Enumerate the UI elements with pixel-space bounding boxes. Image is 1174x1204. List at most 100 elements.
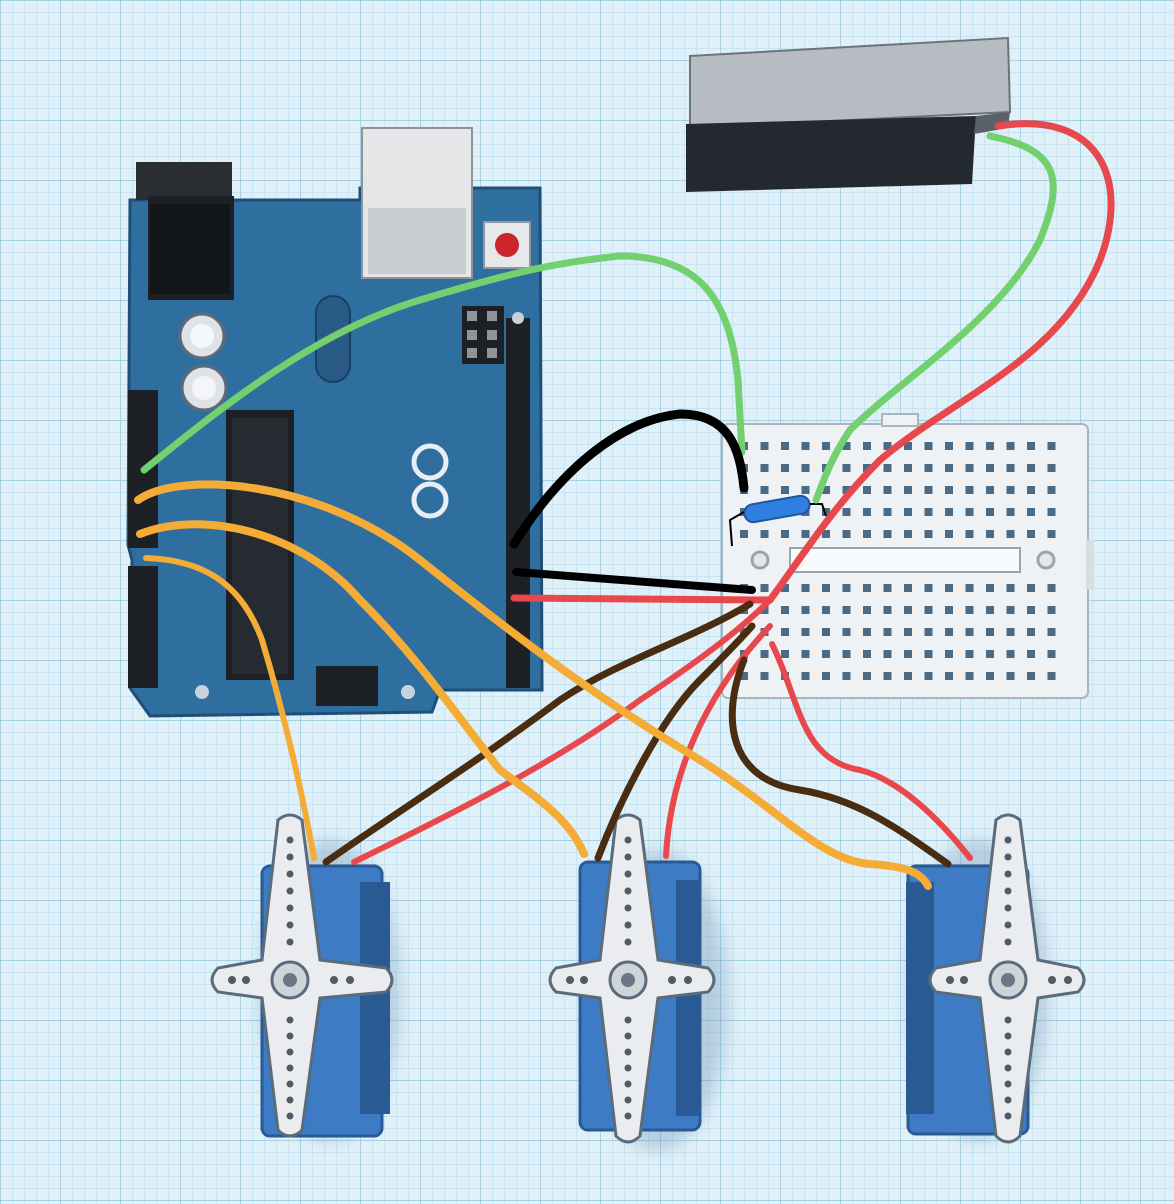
breadboard-hole	[1047, 650, 1056, 658]
breadboard-hole	[760, 486, 769, 494]
breadboard-hole	[904, 606, 912, 614]
breadboard-hole	[1027, 442, 1035, 450]
wire-red-servo-left	[351, 597, 773, 865]
breadboard-hole	[924, 584, 933, 592]
horn-hole	[624, 1080, 632, 1088]
breadboard-hole	[863, 464, 871, 472]
breadboard-hole	[965, 628, 974, 636]
horn-hole	[242, 976, 250, 984]
breadboard-hole	[945, 672, 953, 680]
resistor[interactable]	[728, 494, 827, 547]
horn-hole	[960, 976, 968, 984]
breadboard-hole	[986, 628, 994, 636]
breadboard-hole	[822, 672, 830, 680]
horn-hole	[624, 1032, 632, 1040]
horn-hole	[1004, 921, 1012, 929]
breadboard-hole	[863, 628, 871, 636]
breadboard-hole	[1047, 508, 1056, 516]
horn-hole	[286, 921, 294, 929]
breadboard-hole	[986, 508, 994, 516]
horn-hole	[624, 1096, 632, 1104]
breadboard-hole	[781, 486, 789, 494]
horn-hole	[286, 1032, 294, 1040]
breadboard-hole	[1047, 584, 1056, 592]
wire-black-2	[512, 568, 756, 594]
wire-brown-servo-middle	[594, 622, 756, 862]
breadboard-hole	[740, 672, 748, 680]
horn-hole	[1004, 836, 1012, 844]
breadboard-hole	[801, 606, 810, 614]
breadboard-hole	[822, 508, 830, 516]
servo-middle[interactable]	[548, 813, 728, 1150]
breadboard-hole	[965, 650, 974, 658]
horn-hole	[286, 1112, 294, 1120]
breadboard-hole	[781, 650, 789, 658]
arduino-board[interactable]	[126, 127, 544, 718]
breadboard-hole	[986, 606, 994, 614]
breadboard-hole	[1006, 486, 1015, 494]
horn-hole	[1004, 853, 1012, 861]
breadboard-hole	[924, 486, 933, 494]
breadboard-hole	[945, 464, 953, 472]
breadboard-hole	[904, 530, 912, 538]
breadboard-hole	[1027, 628, 1035, 636]
breadboard-center-channel	[789, 547, 1021, 573]
wire-red-battery	[766, 120, 1115, 604]
breadboard-hole	[1027, 650, 1035, 658]
horn-hole	[624, 870, 632, 878]
breadboard-hole	[1047, 606, 1056, 614]
breadboard-hole	[842, 442, 851, 450]
breadboard-hole	[924, 628, 933, 636]
breadboard-hole	[1047, 628, 1056, 636]
horn-hole	[624, 1112, 632, 1120]
breadboard-hole	[1006, 628, 1015, 636]
breadboard-hole	[883, 672, 892, 680]
breadboard-hole	[904, 464, 912, 472]
analog-header	[128, 566, 158, 688]
arduino-logo	[411, 443, 449, 519]
horn-hole	[286, 1096, 294, 1104]
horn-hole	[1004, 1032, 1012, 1040]
breadboard-hole	[822, 530, 830, 538]
horn-hole	[1004, 1016, 1012, 1024]
breadboard-hole	[883, 650, 892, 658]
horn-hole	[1004, 1064, 1012, 1072]
servo-right[interactable]	[906, 813, 1086, 1144]
horn-hole	[286, 1016, 294, 1024]
breadboard-hole	[986, 464, 994, 472]
horn-hole	[668, 976, 676, 984]
horn-hole	[286, 870, 294, 878]
breadboard-hole	[1006, 672, 1015, 680]
breadboard-hole	[760, 650, 769, 658]
horn-hole	[1004, 887, 1012, 895]
wire-green-signal	[140, 252, 746, 474]
reset-button[interactable]	[483, 221, 531, 269]
horn-hole	[330, 976, 338, 984]
wire-red-power	[510, 594, 774, 604]
breadboard-hole	[986, 650, 994, 658]
servo-horn-holes	[228, 836, 1072, 1120]
breadboard-hole	[965, 486, 974, 494]
horn-hole	[286, 887, 294, 895]
horn-hole	[1004, 1096, 1012, 1104]
horn-hole	[1004, 870, 1012, 878]
breadboard-hole	[822, 584, 830, 592]
horn-hole	[1004, 1048, 1012, 1056]
battery-pack[interactable]	[686, 36, 1012, 192]
breadboard-hole	[863, 530, 871, 538]
icsp-header	[462, 306, 504, 364]
breadboard-hole	[842, 606, 851, 614]
breadboard-hole	[863, 584, 871, 592]
mini-breadboard[interactable]	[721, 413, 1094, 699]
horn-hole	[286, 904, 294, 912]
horn-hole	[286, 853, 294, 861]
breadboard-hole	[924, 672, 933, 680]
breadboard-hole	[945, 442, 953, 450]
breadboard-hole	[863, 650, 871, 658]
breadboard-hole	[1006, 442, 1015, 450]
breadboard-mount-hole	[750, 550, 770, 570]
breadboard-hole	[781, 530, 789, 538]
horn-hole	[946, 976, 954, 984]
horn-hole	[624, 938, 632, 946]
breadboard-hole	[945, 530, 953, 538]
